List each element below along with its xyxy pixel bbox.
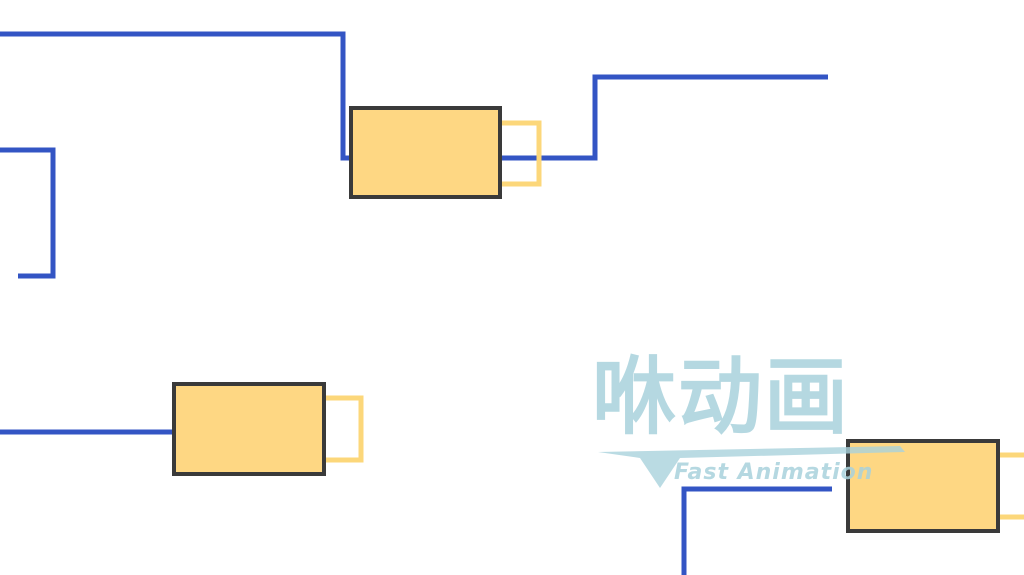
- wire-top-right: [502, 74, 828, 161]
- connector-body-2: [172, 382, 326, 476]
- wire-top: [0, 31, 352, 161]
- wire-bottom: [681, 486, 832, 575]
- connector-plug-2: [326, 395, 364, 463]
- connector-plug-1: [502, 120, 542, 187]
- wire-left-bracket: [0, 147, 56, 279]
- watermark-swoosh: [598, 446, 905, 488]
- connector-body-3: [846, 439, 1000, 533]
- connector-body-1: [349, 106, 502, 199]
